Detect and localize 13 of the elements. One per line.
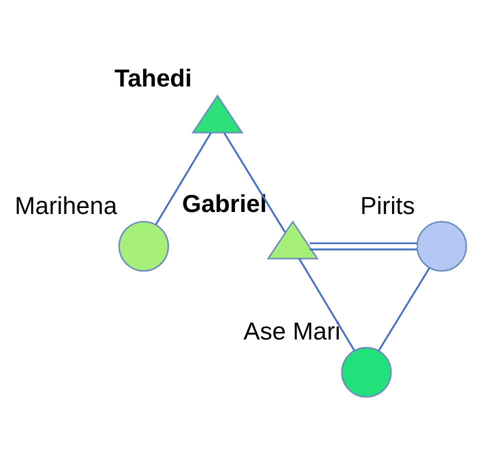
node-circle xyxy=(118,220,170,272)
connector xyxy=(378,267,430,351)
connector xyxy=(223,132,286,232)
connector xyxy=(298,258,356,350)
node-circle xyxy=(341,346,392,398)
node-label: Pirits xyxy=(360,192,415,220)
node-label: Tahedi xyxy=(114,64,192,92)
node-label: Gabriel xyxy=(182,190,267,218)
connector xyxy=(155,132,212,224)
node-label: Marihena xyxy=(14,192,118,220)
node-label: Ase Mari xyxy=(244,318,340,346)
node-circle xyxy=(416,220,468,272)
connector xyxy=(310,242,417,250)
